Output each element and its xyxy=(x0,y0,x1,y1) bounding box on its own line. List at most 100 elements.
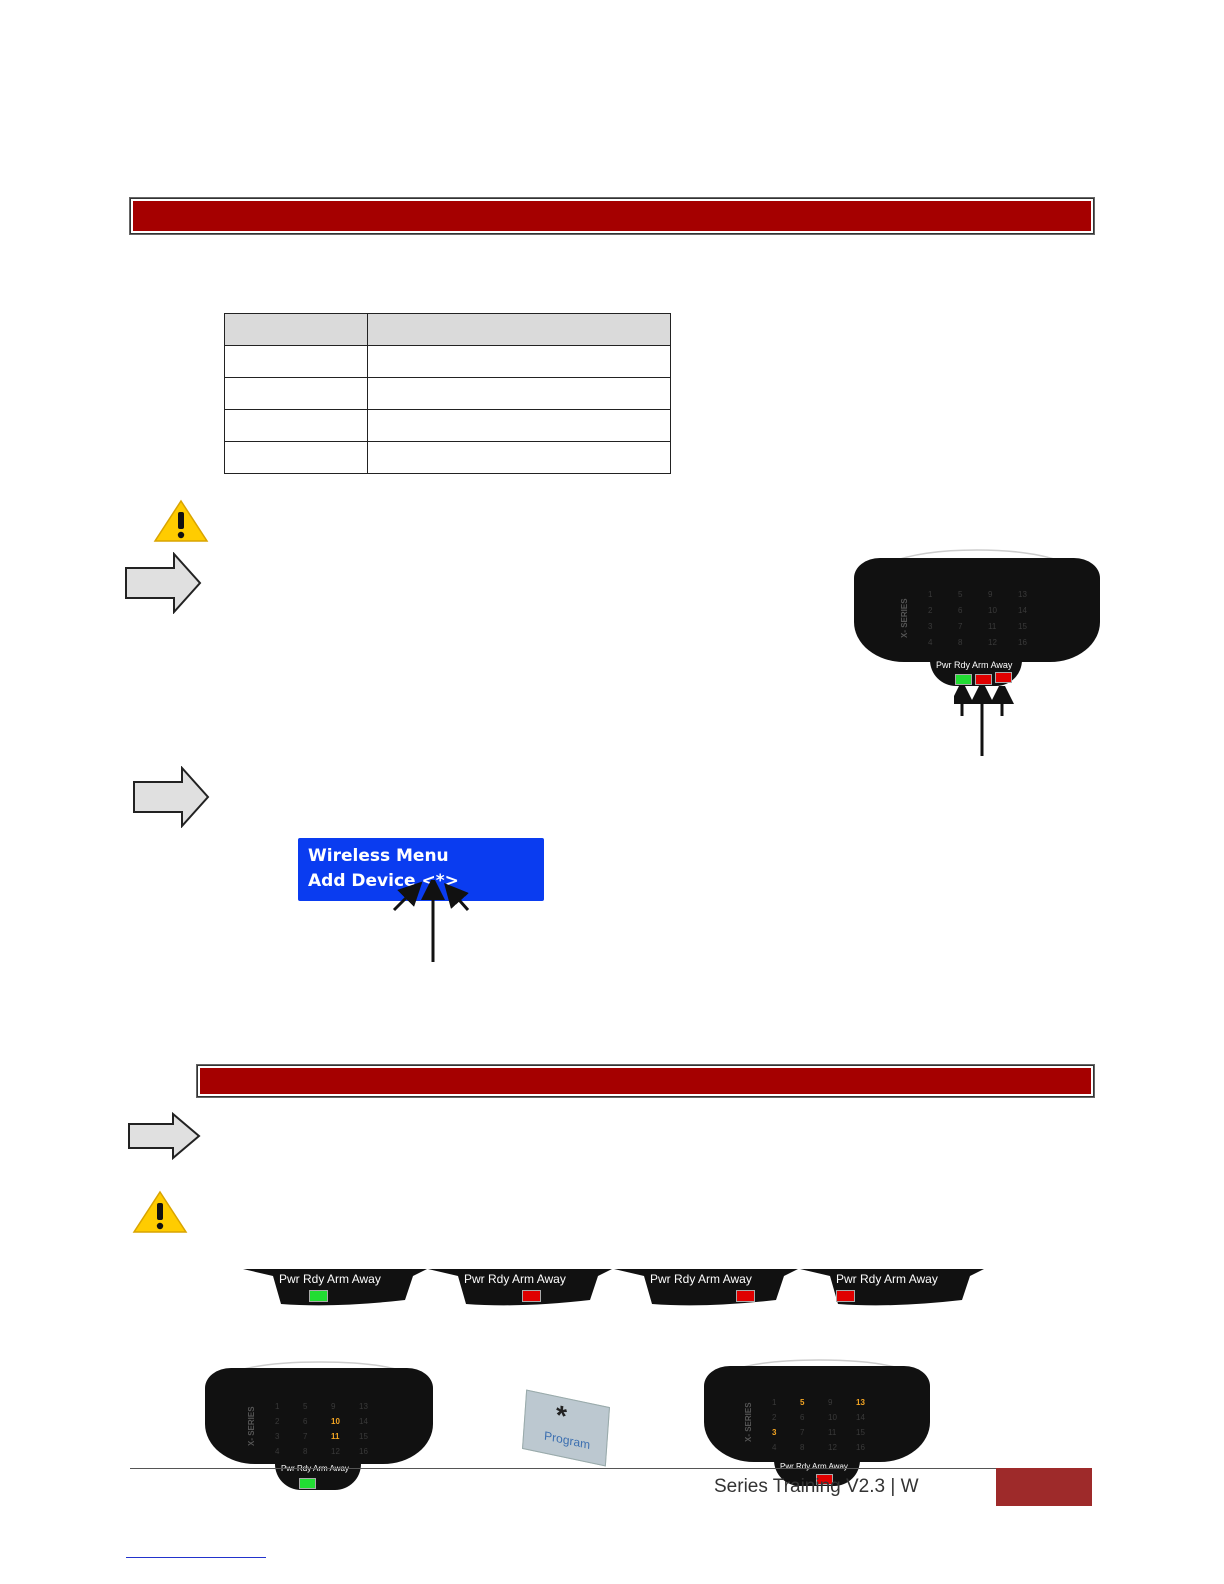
away-label: Away xyxy=(351,1272,381,1286)
zone-number: 2 xyxy=(772,1413,777,1422)
zone-number: 3 xyxy=(772,1428,777,1437)
arm-label: Arm xyxy=(884,1272,907,1286)
warning-icon xyxy=(132,1190,188,1239)
zone-number: 14 xyxy=(1018,606,1027,615)
zone-number: 13 xyxy=(856,1398,865,1407)
rdy-label: Rdy xyxy=(860,1272,882,1286)
blank-table xyxy=(224,313,671,474)
zone-number: 1 xyxy=(772,1398,777,1407)
keypad-brand: X- SERIES xyxy=(744,1402,753,1442)
rdy-label: Rdy xyxy=(488,1272,510,1286)
zone-number: 12 xyxy=(331,1447,340,1456)
footer-page-block xyxy=(996,1468,1092,1506)
table-row xyxy=(224,345,671,378)
zone-number: 1 xyxy=(275,1402,280,1411)
ready-led xyxy=(299,1478,316,1489)
zone-number: 4 xyxy=(772,1443,777,1452)
pwr-label: Pwr xyxy=(650,1272,671,1286)
table-row xyxy=(224,441,671,474)
away-label: Away xyxy=(990,660,1013,670)
away-label: Away xyxy=(908,1272,938,1286)
pwr-label: Pwr xyxy=(836,1272,857,1286)
section-header-bar xyxy=(197,1065,1094,1097)
zone-number: 13 xyxy=(1018,590,1027,599)
zone-number: 14 xyxy=(359,1417,368,1426)
zone-number: 4 xyxy=(275,1447,280,1456)
zone-number: 3 xyxy=(275,1432,280,1441)
arm-led xyxy=(816,1474,833,1485)
zone-number: 7 xyxy=(303,1432,308,1441)
zone-number: 6 xyxy=(958,606,963,615)
away-label: Away xyxy=(828,1462,848,1471)
pwr-label: Pwr xyxy=(936,660,952,670)
zone-number: 5 xyxy=(800,1398,805,1407)
zone-number: 14 xyxy=(856,1413,865,1422)
zone-number: 8 xyxy=(800,1443,805,1452)
keypad-image: X- SERIES Pwr Rdy Arm Away 1591326101437… xyxy=(205,1360,435,1490)
zone-number: 9 xyxy=(988,590,993,599)
footer-link-underline[interactable] xyxy=(126,1557,266,1558)
arm-led xyxy=(975,674,992,685)
led-strip: Pwr Rdy Arm Away xyxy=(614,1266,798,1308)
zone-number: 2 xyxy=(275,1417,280,1426)
led-strip: Pwr Rdy Arm Away xyxy=(243,1266,427,1308)
rdy-label: Rdy xyxy=(796,1462,811,1471)
zone-number: 5 xyxy=(958,590,963,599)
zone-number: 10 xyxy=(988,606,997,615)
zone-number: 10 xyxy=(331,1417,340,1426)
arm-label: Arm xyxy=(327,1272,350,1286)
program-key-label: Program xyxy=(543,1428,591,1453)
step-arrow-icon xyxy=(127,1112,201,1160)
zone-number: 7 xyxy=(800,1428,805,1437)
rdy-label: Rdy xyxy=(303,1272,325,1286)
rdy-label: Rdy xyxy=(954,660,971,670)
zone-number: 11 xyxy=(331,1432,340,1441)
status-led xyxy=(736,1290,755,1302)
zone-number: 8 xyxy=(958,638,963,647)
zone-number: 11 xyxy=(828,1428,837,1437)
step-arrow-icon xyxy=(132,766,210,828)
zone-number: 15 xyxy=(856,1428,865,1437)
away-label: Away xyxy=(722,1272,752,1286)
keypad-body xyxy=(704,1366,930,1462)
zone-number: 11 xyxy=(988,622,997,631)
away-led xyxy=(995,672,1012,683)
zone-number: 12 xyxy=(988,638,997,647)
pointer-arrows xyxy=(954,686,1014,756)
star-icon: * xyxy=(554,1399,568,1432)
pwr-label: Pwr xyxy=(279,1272,300,1286)
status-led xyxy=(836,1290,855,1302)
rdy-label: Rdy xyxy=(674,1272,696,1286)
zone-number: 4 xyxy=(928,638,933,647)
keypad-body xyxy=(205,1368,433,1464)
table-header-row xyxy=(224,313,671,346)
lcd-line-1: Wireless Menu xyxy=(308,846,449,866)
zone-number: 1 xyxy=(928,590,933,599)
lcd-pointer-arrows xyxy=(392,880,470,962)
zone-number: 9 xyxy=(828,1398,833,1407)
table-row xyxy=(224,409,671,442)
zone-number: 3 xyxy=(928,622,933,631)
section-header-bar xyxy=(130,198,1094,234)
table-row xyxy=(224,377,671,410)
zone-number: 16 xyxy=(856,1443,865,1452)
away-label: Away xyxy=(536,1272,566,1286)
led-bar xyxy=(275,1460,361,1490)
footer-text: Series Training V2.3 | W xyxy=(714,1476,919,1497)
arm-label: Arm xyxy=(972,660,989,670)
zone-number: 16 xyxy=(1018,638,1027,647)
zone-number: 12 xyxy=(828,1443,837,1452)
zone-number: 9 xyxy=(331,1402,336,1411)
zone-number: 6 xyxy=(303,1417,308,1426)
zone-number: 5 xyxy=(303,1402,308,1411)
pwr-label: Pwr xyxy=(464,1272,485,1286)
zone-number: 15 xyxy=(1018,622,1027,631)
pwr-label: Pwr xyxy=(780,1462,794,1471)
warning-icon xyxy=(153,499,209,548)
footer-rule xyxy=(130,1468,1092,1469)
program-key: * Program xyxy=(522,1389,610,1467)
keypad-brand: X- SERIES xyxy=(900,598,909,638)
zone-number: 13 xyxy=(359,1402,368,1411)
